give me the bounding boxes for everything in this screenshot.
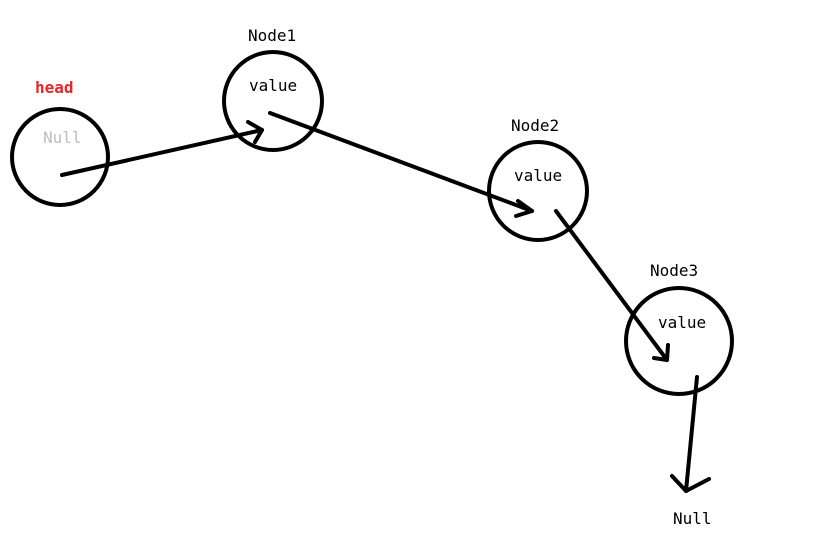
head-circle <box>10 107 110 207</box>
node2-value-text: value <box>514 166 562 185</box>
terminal-null-label: Null <box>673 509 712 528</box>
arrow-node3-to-null <box>670 375 711 493</box>
node2-circle <box>487 140 589 242</box>
arrow-head-to-node1 <box>60 120 264 177</box>
head-label: head <box>35 78 74 97</box>
node1-label: Node1 <box>248 26 296 45</box>
node3-label: Node3 <box>650 261 698 280</box>
node3-circle <box>624 286 734 396</box>
arrow-node1-to-node2 <box>268 111 534 218</box>
node3-value-text: value <box>658 313 706 332</box>
node2-label: Node2 <box>511 116 559 135</box>
head-null-text: Null <box>43 128 82 147</box>
arrow-node2-to-node3 <box>554 209 670 362</box>
node1-circle <box>222 50 324 152</box>
node1-value-text: value <box>249 76 297 95</box>
